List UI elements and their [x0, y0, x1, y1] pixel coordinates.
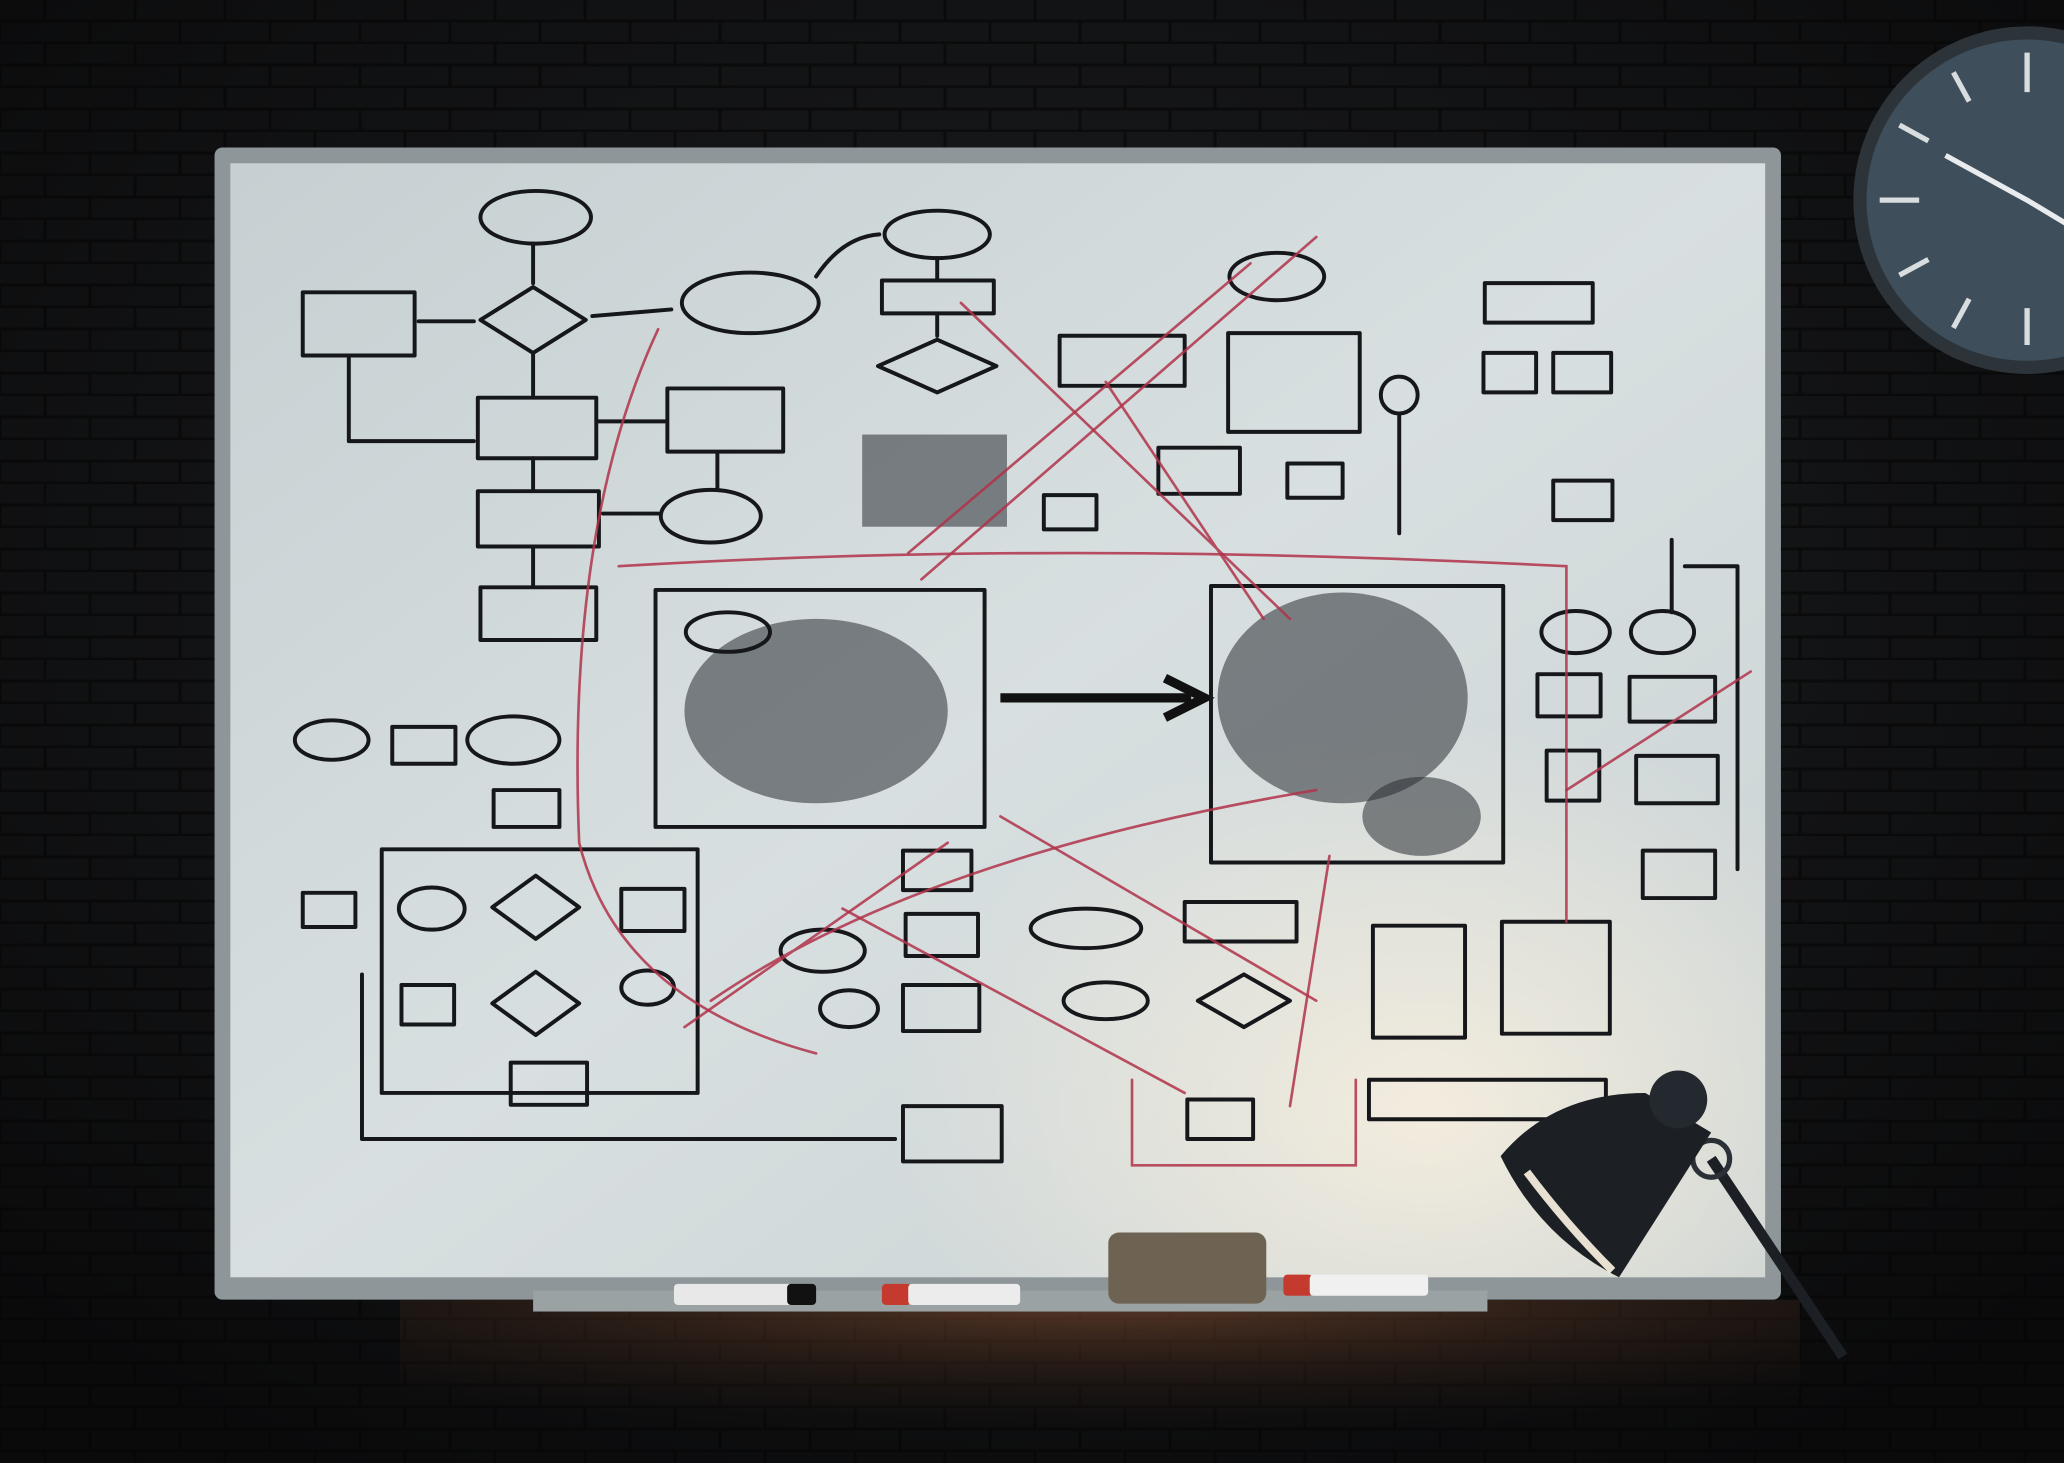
- marker-icon: [881, 1283, 1021, 1305]
- flowchart-drawing: [292, 188, 1740, 1164]
- red-annotations: [576, 235, 1752, 1167]
- desk-lamp-icon: [1500, 1070, 1848, 1360]
- marker-icon: [673, 1283, 817, 1305]
- marker-icon: [1283, 1274, 1429, 1296]
- eraser-icon: [1108, 1232, 1267, 1304]
- lit-bricks: [400, 1300, 1800, 1463]
- wall-clock-icon: [1853, 26, 2064, 374]
